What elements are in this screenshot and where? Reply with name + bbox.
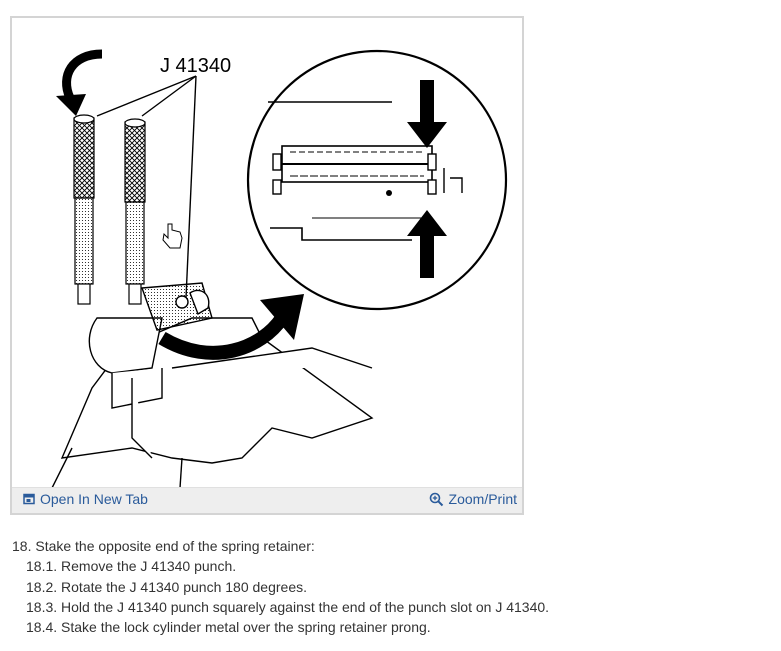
service-illustration: J 41340 (51, 49, 508, 488)
substep-list: 18.1. Remove the J 41340 punch. 18.2. Ro… (12, 556, 549, 637)
curved-arrow-icon (158, 294, 304, 360)
arrow-down-icon (407, 80, 447, 148)
new-tab-icon (23, 493, 35, 505)
figure-toolbar: Open In New Tab Zoom/Print (12, 487, 522, 513)
lock-cylinder-assembly (51, 282, 374, 488)
step-18: 18. Stake the opposite end of the spring… (12, 538, 315, 554)
open-in-new-tab-link[interactable]: Open In New Tab (23, 491, 148, 507)
zoom-print-link[interactable]: Zoom/Print (429, 491, 517, 507)
figure-frame: J 41340 (10, 16, 524, 515)
hand-cursor-icon (162, 223, 183, 249)
open-in-new-tab-label: Open In New Tab (40, 491, 148, 507)
tool-label: J 41340 (160, 55, 231, 77)
substep-18-1: 18.1. Remove the J 41340 punch. (26, 558, 237, 575)
substep-18-3: 18.3. Hold the J 41340 punch squarely ag… (26, 598, 550, 615)
punch-tool-2 (124, 118, 146, 305)
punch-tool-1 (73, 114, 95, 305)
procedure-steps: 18. Stake the opposite end of the spring… (12, 536, 549, 637)
detail-circle (246, 49, 508, 311)
zoom-print-label: Zoom/Print (448, 491, 517, 507)
arrow-up-icon (407, 210, 447, 278)
zoom-icon (429, 492, 443, 506)
substep-18-4: 18.4. Stake the lock cylinder metal over… (26, 619, 431, 636)
substep-18-2: 18.2. Rotate the J 41340 punch 180 degre… (26, 578, 307, 595)
rotate-arrow-icon (56, 49, 103, 116)
